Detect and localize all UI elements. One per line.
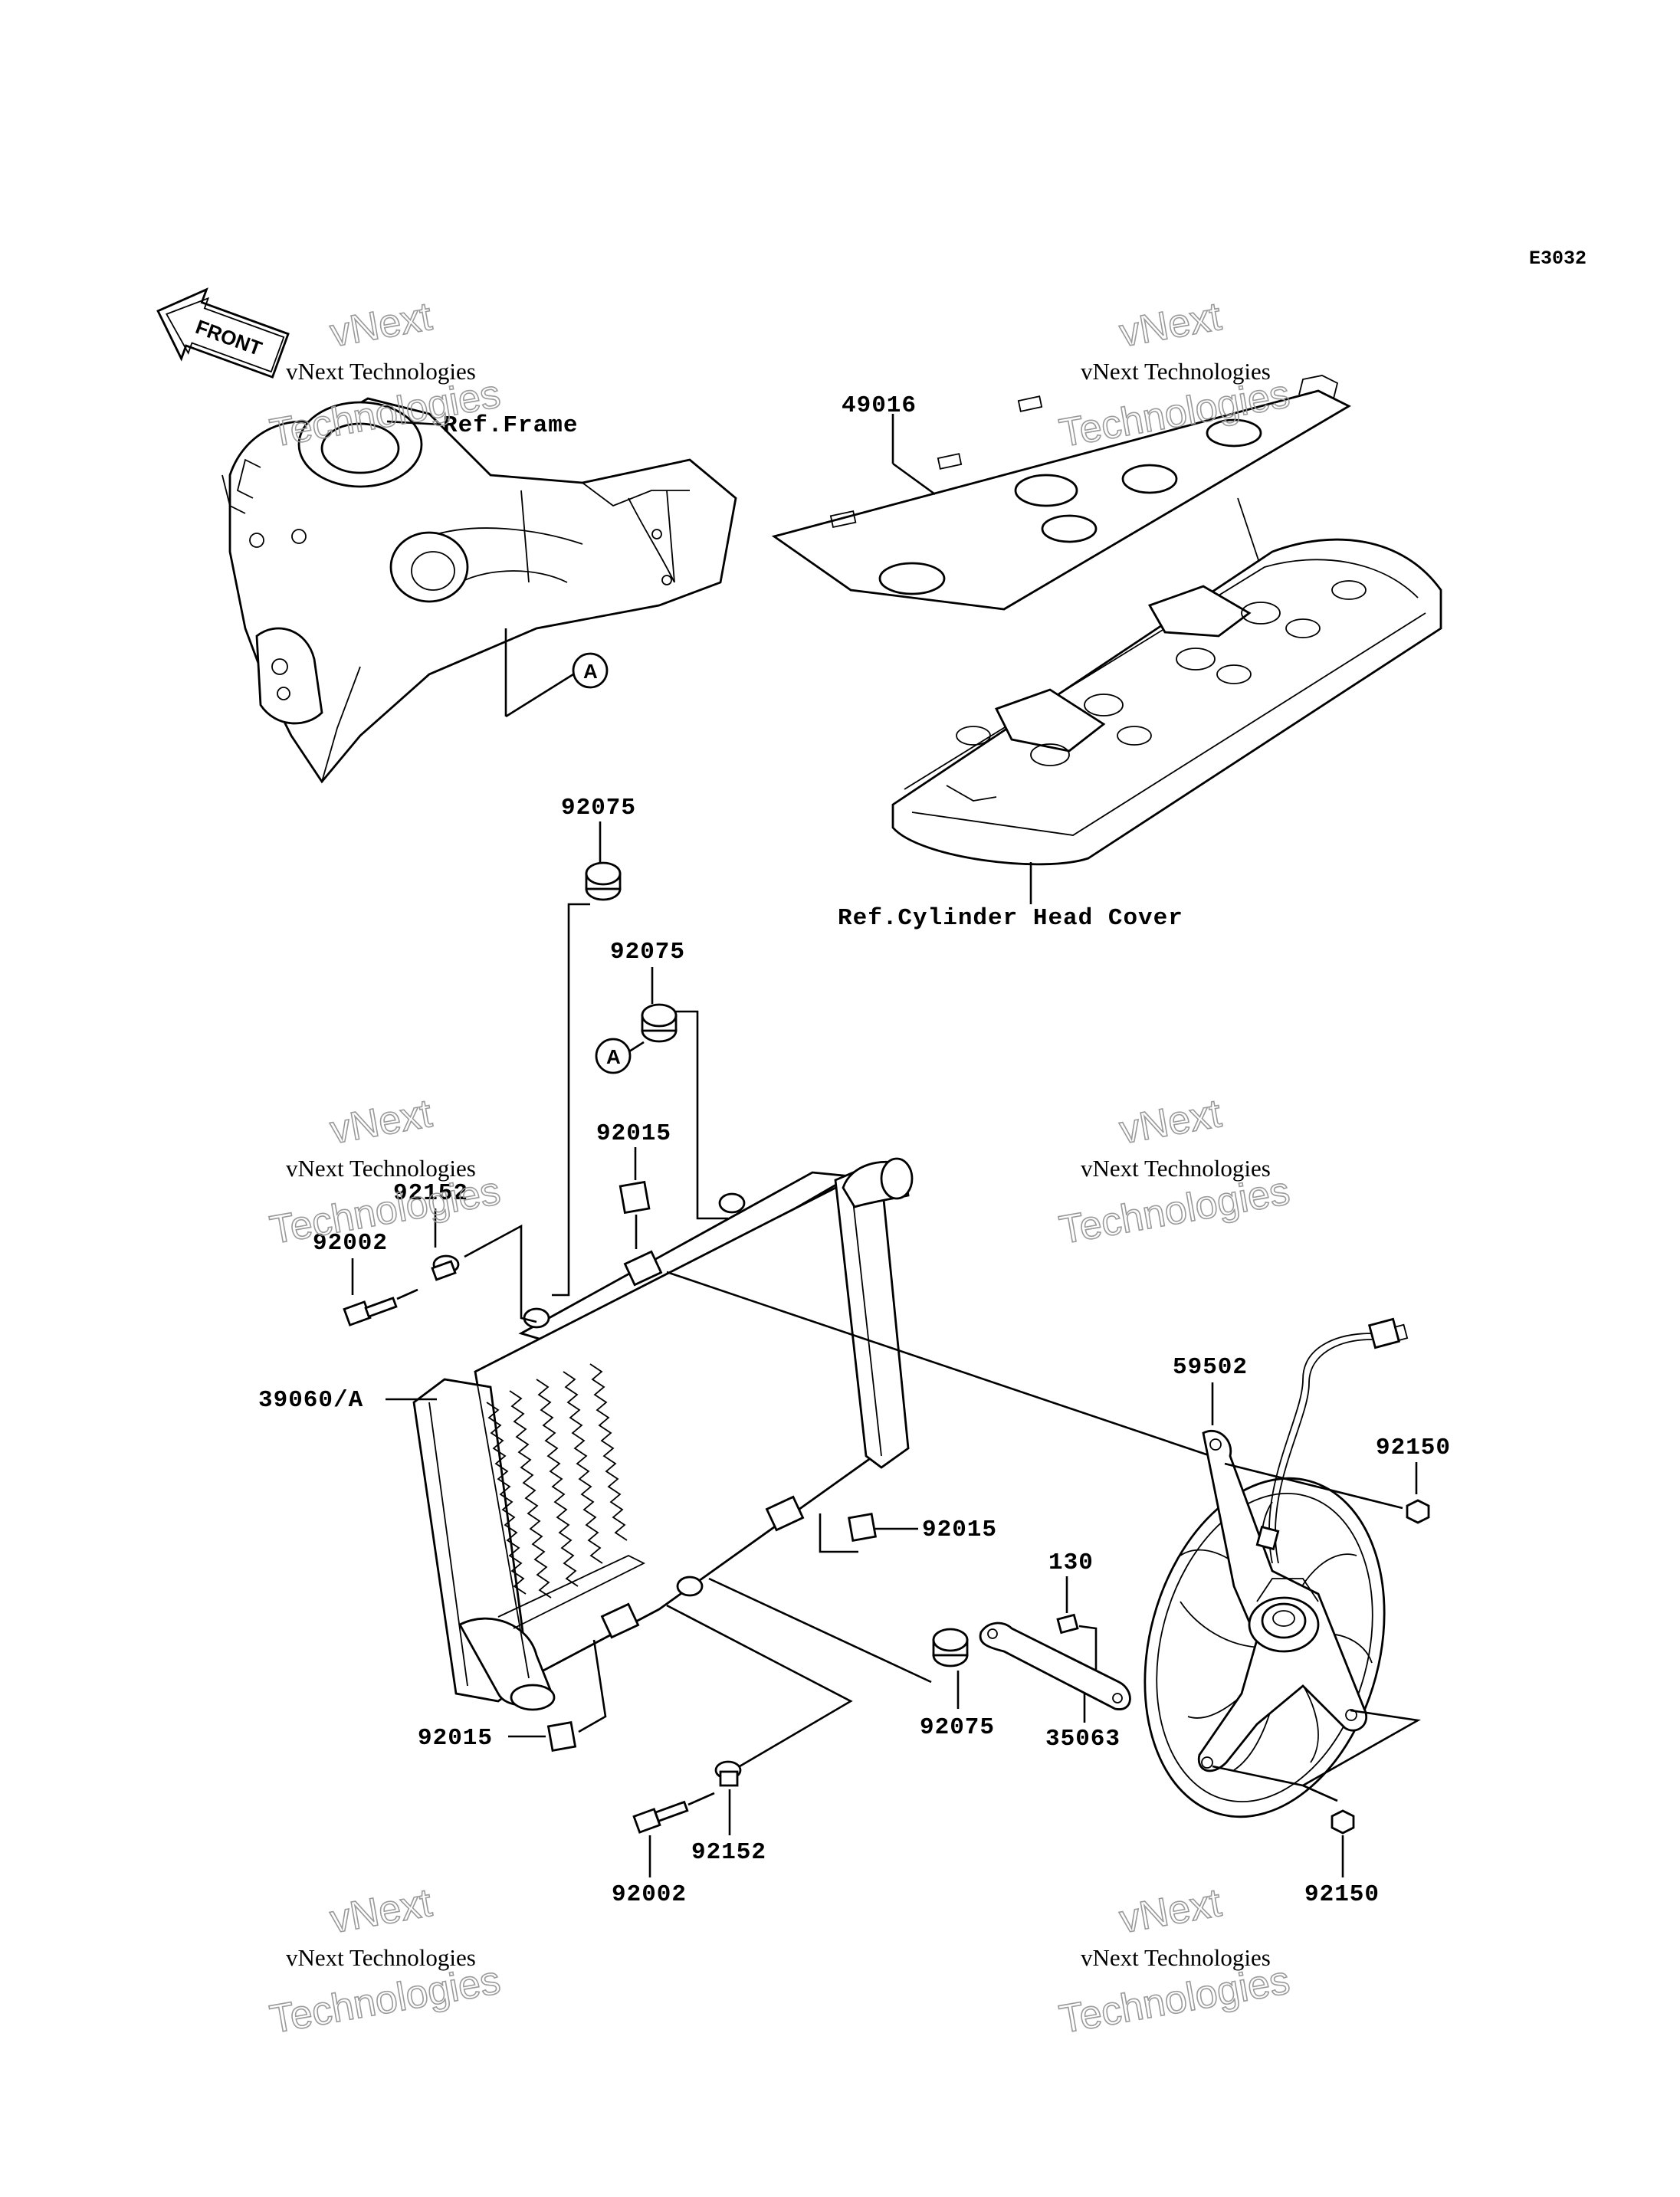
svg-text:A: A <box>583 660 598 683</box>
collar-bottom-icon <box>714 1760 742 1787</box>
bolt-top-icon <box>343 1297 398 1326</box>
callout-a-mid: A <box>595 1038 632 1074</box>
svg-text:vNext: vNext <box>327 1881 436 1942</box>
part-39060-label: 39060/A <box>258 1387 363 1414</box>
part-49016-label: 49016 <box>842 392 917 419</box>
stay-35063-icon <box>979 1622 1131 1710</box>
svg-text:vNext Technologies: vNext Technologies <box>1081 358 1271 385</box>
part-92015-bottom-label: 92015 <box>418 1725 493 1752</box>
bolt-bottom-icon <box>632 1800 689 1834</box>
screw-130-icon <box>1056 1613 1079 1635</box>
watermark-3: vNext Technologies vNext Technologies <box>266 1090 504 1254</box>
part-92150-top-label: 92150 <box>1376 1435 1451 1461</box>
part-92152-top-label: 92152 <box>393 1180 468 1207</box>
nut-bottom-icon <box>1331 1809 1355 1835</box>
part-92015-top-label: 92015 <box>596 1120 671 1147</box>
part-92075-low-label: 92075 <box>920 1714 995 1741</box>
callout-a-top: A <box>572 652 609 689</box>
watermark-5: vNext Technologies vNext Technologies <box>266 1880 504 2043</box>
part-59502-label: 59502 <box>1173 1354 1248 1381</box>
part-92015-right-label: 92015 <box>922 1517 997 1543</box>
svg-text:vNext: vNext <box>1117 1881 1226 1942</box>
collar-top-icon <box>431 1254 460 1281</box>
svg-text:vNext: vNext <box>327 1091 436 1153</box>
svg-text:vNext Technologies: vNext Technologies <box>286 1944 476 1971</box>
heat-shield-plate <box>771 375 1351 611</box>
cooling-fan <box>1144 1317 1409 1818</box>
frame-illustration <box>221 397 737 784</box>
svg-text:vNext: vNext <box>1117 294 1226 356</box>
ref-frame-label: Ref.Frame <box>443 412 578 439</box>
svg-text:vNext Technologies: vNext Technologies <box>286 1155 476 1182</box>
grommet-top-icon <box>585 861 622 901</box>
cylinder-head-cover <box>891 538 1442 866</box>
svg-text:A: A <box>606 1045 621 1068</box>
part-92002-top-label: 92002 <box>313 1230 388 1257</box>
part-92075-mid-label: 92075 <box>610 939 685 966</box>
nut-top-icon <box>1406 1499 1430 1524</box>
grommet-mid-icon <box>641 1003 678 1043</box>
part-130-label: 130 <box>1048 1549 1094 1576</box>
watermark-6: vNext Technologies vNext Technologies <box>1055 1880 1294 2043</box>
watermark-4: vNext Technologies vNext Technologies <box>1055 1090 1294 1254</box>
front-arrow-icon: FRONT <box>156 287 290 379</box>
svg-text:vNext: vNext <box>1117 1091 1226 1153</box>
part-92150-bottom-label: 92150 <box>1304 1881 1380 1908</box>
grommet-low-icon <box>932 1628 969 1667</box>
part-92075-top-label: 92075 <box>561 795 636 821</box>
svg-text:vNext: vNext <box>327 294 436 356</box>
clip-bottom-icon <box>546 1721 577 1752</box>
diagram-code: E3032 <box>1529 248 1586 270</box>
part-92002-bottom-label: 92002 <box>612 1881 687 1908</box>
radiator <box>412 1157 914 1711</box>
part-92152-bottom-label: 92152 <box>691 1839 766 1866</box>
part-35063-label: 35063 <box>1045 1726 1121 1753</box>
clip-right-icon <box>848 1513 877 1542</box>
ref-cylinder-head-cover-label: Ref.Cylinder Head Cover <box>838 905 1183 932</box>
svg-text:vNext Technologies: vNext Technologies <box>1081 1155 1271 1182</box>
clip-top-icon <box>619 1180 651 1215</box>
svg-text:vNext Technologies: vNext Technologies <box>286 358 476 385</box>
svg-text:vNext Technologies: vNext Technologies <box>1081 1944 1271 1971</box>
